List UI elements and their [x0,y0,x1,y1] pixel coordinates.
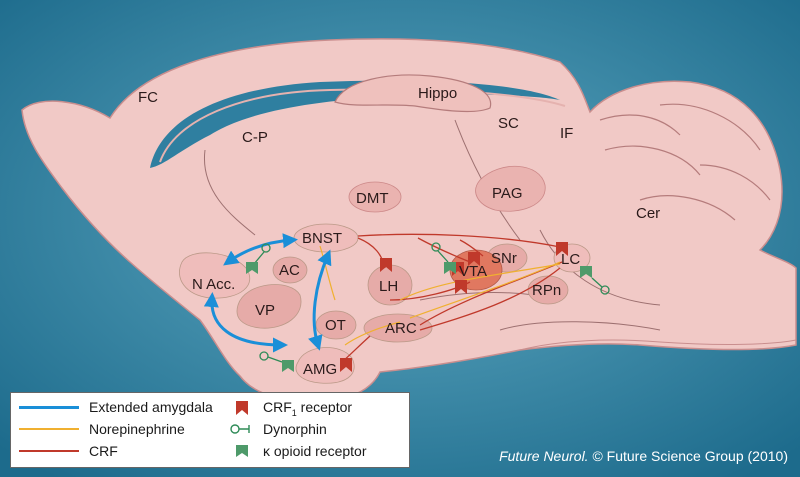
ventricle [150,80,560,168]
crf1-receptor-icon [229,400,255,416]
label-vp: VP [255,302,275,319]
label-ot: OT [325,317,346,334]
legend-norepinephrine: Norepinephrine [17,421,185,437]
yellow-line-icon [17,422,81,436]
cerebellum-folia [599,103,771,221]
dmt-region [348,181,402,213]
label-hippo: Hippo [418,85,457,102]
label-bnst: BNST [302,230,342,247]
credit-line: Future Neurol. © Future Science Group (2… [499,448,788,464]
legend-kappa-label: κ opioid receptor [263,443,367,459]
extended-amygdala-pathways [203,233,332,353]
label-snr: SNr [491,250,517,267]
label-nacc: N Acc. [192,276,235,293]
label-cp: C-P [242,129,268,146]
credit-rest: © Future Science Group (2010) [588,448,788,464]
label-ac: AC [279,262,300,279]
credit-journal: Future Neurol. [499,448,589,464]
dynorphin-kappa-nacc [246,243,271,274]
legend-kappa: κ opioid receptor [229,443,367,459]
label-rpn: RPn [532,282,561,299]
label-lh: LH [379,278,398,295]
legend-extended-amygdala: Extended amygdala [17,399,213,415]
legend-extended-amygdala-label: Extended amygdala [89,399,213,415]
legend-crf: CRF [17,443,118,459]
brainstem-edge [519,339,797,351]
label-vta: VTA [459,263,487,280]
label-arc: ARC [385,320,417,337]
label-lc: LC [561,251,580,268]
label-amg: AMG [303,361,337,378]
legend-crf1-label: CRF1 receptor [263,399,353,418]
label-fc: FC [138,89,158,106]
red-line-icon [17,444,81,458]
crf1-receptors [340,242,568,372]
kappa-receptor-icon [229,443,255,459]
legend-dynorphin: Dynorphin [229,421,327,437]
crf1-receptor-vta-1 [468,252,480,266]
crf1-receptor-vta-3 [455,280,467,294]
dynorphin-kappa-vta [431,242,456,274]
label-if: IF [560,125,573,142]
dynorphin-kappa-amg [259,351,294,372]
label-cer: Cer [636,205,660,222]
dynorphin-kappa-lc [580,266,610,295]
label-dmt: DMT [356,190,389,207]
pag-region [475,165,546,212]
corpus-callosum [159,88,566,163]
blue-line-icon [17,400,81,414]
label-sc: SC [498,115,519,132]
hippocampus-shape [334,74,492,113]
legend-crf-label: CRF [89,443,118,459]
crf1-receptor-lh [380,258,392,272]
legend-dynorphin-label: Dynorphin [263,421,327,437]
legend-crf1-receptor: CRF1 receptor [229,399,352,418]
crf1-receptor-amg [340,358,352,372]
label-pag: PAG [492,185,523,202]
arc-region [363,313,433,343]
dynorphin-icon [229,421,255,437]
legend: Extended amygdala Norepinephrine CRF CRF… [10,392,410,468]
legend-norepinephrine-label: Norepinephrine [89,421,185,437]
crf1-receptor-lc [556,242,568,256]
